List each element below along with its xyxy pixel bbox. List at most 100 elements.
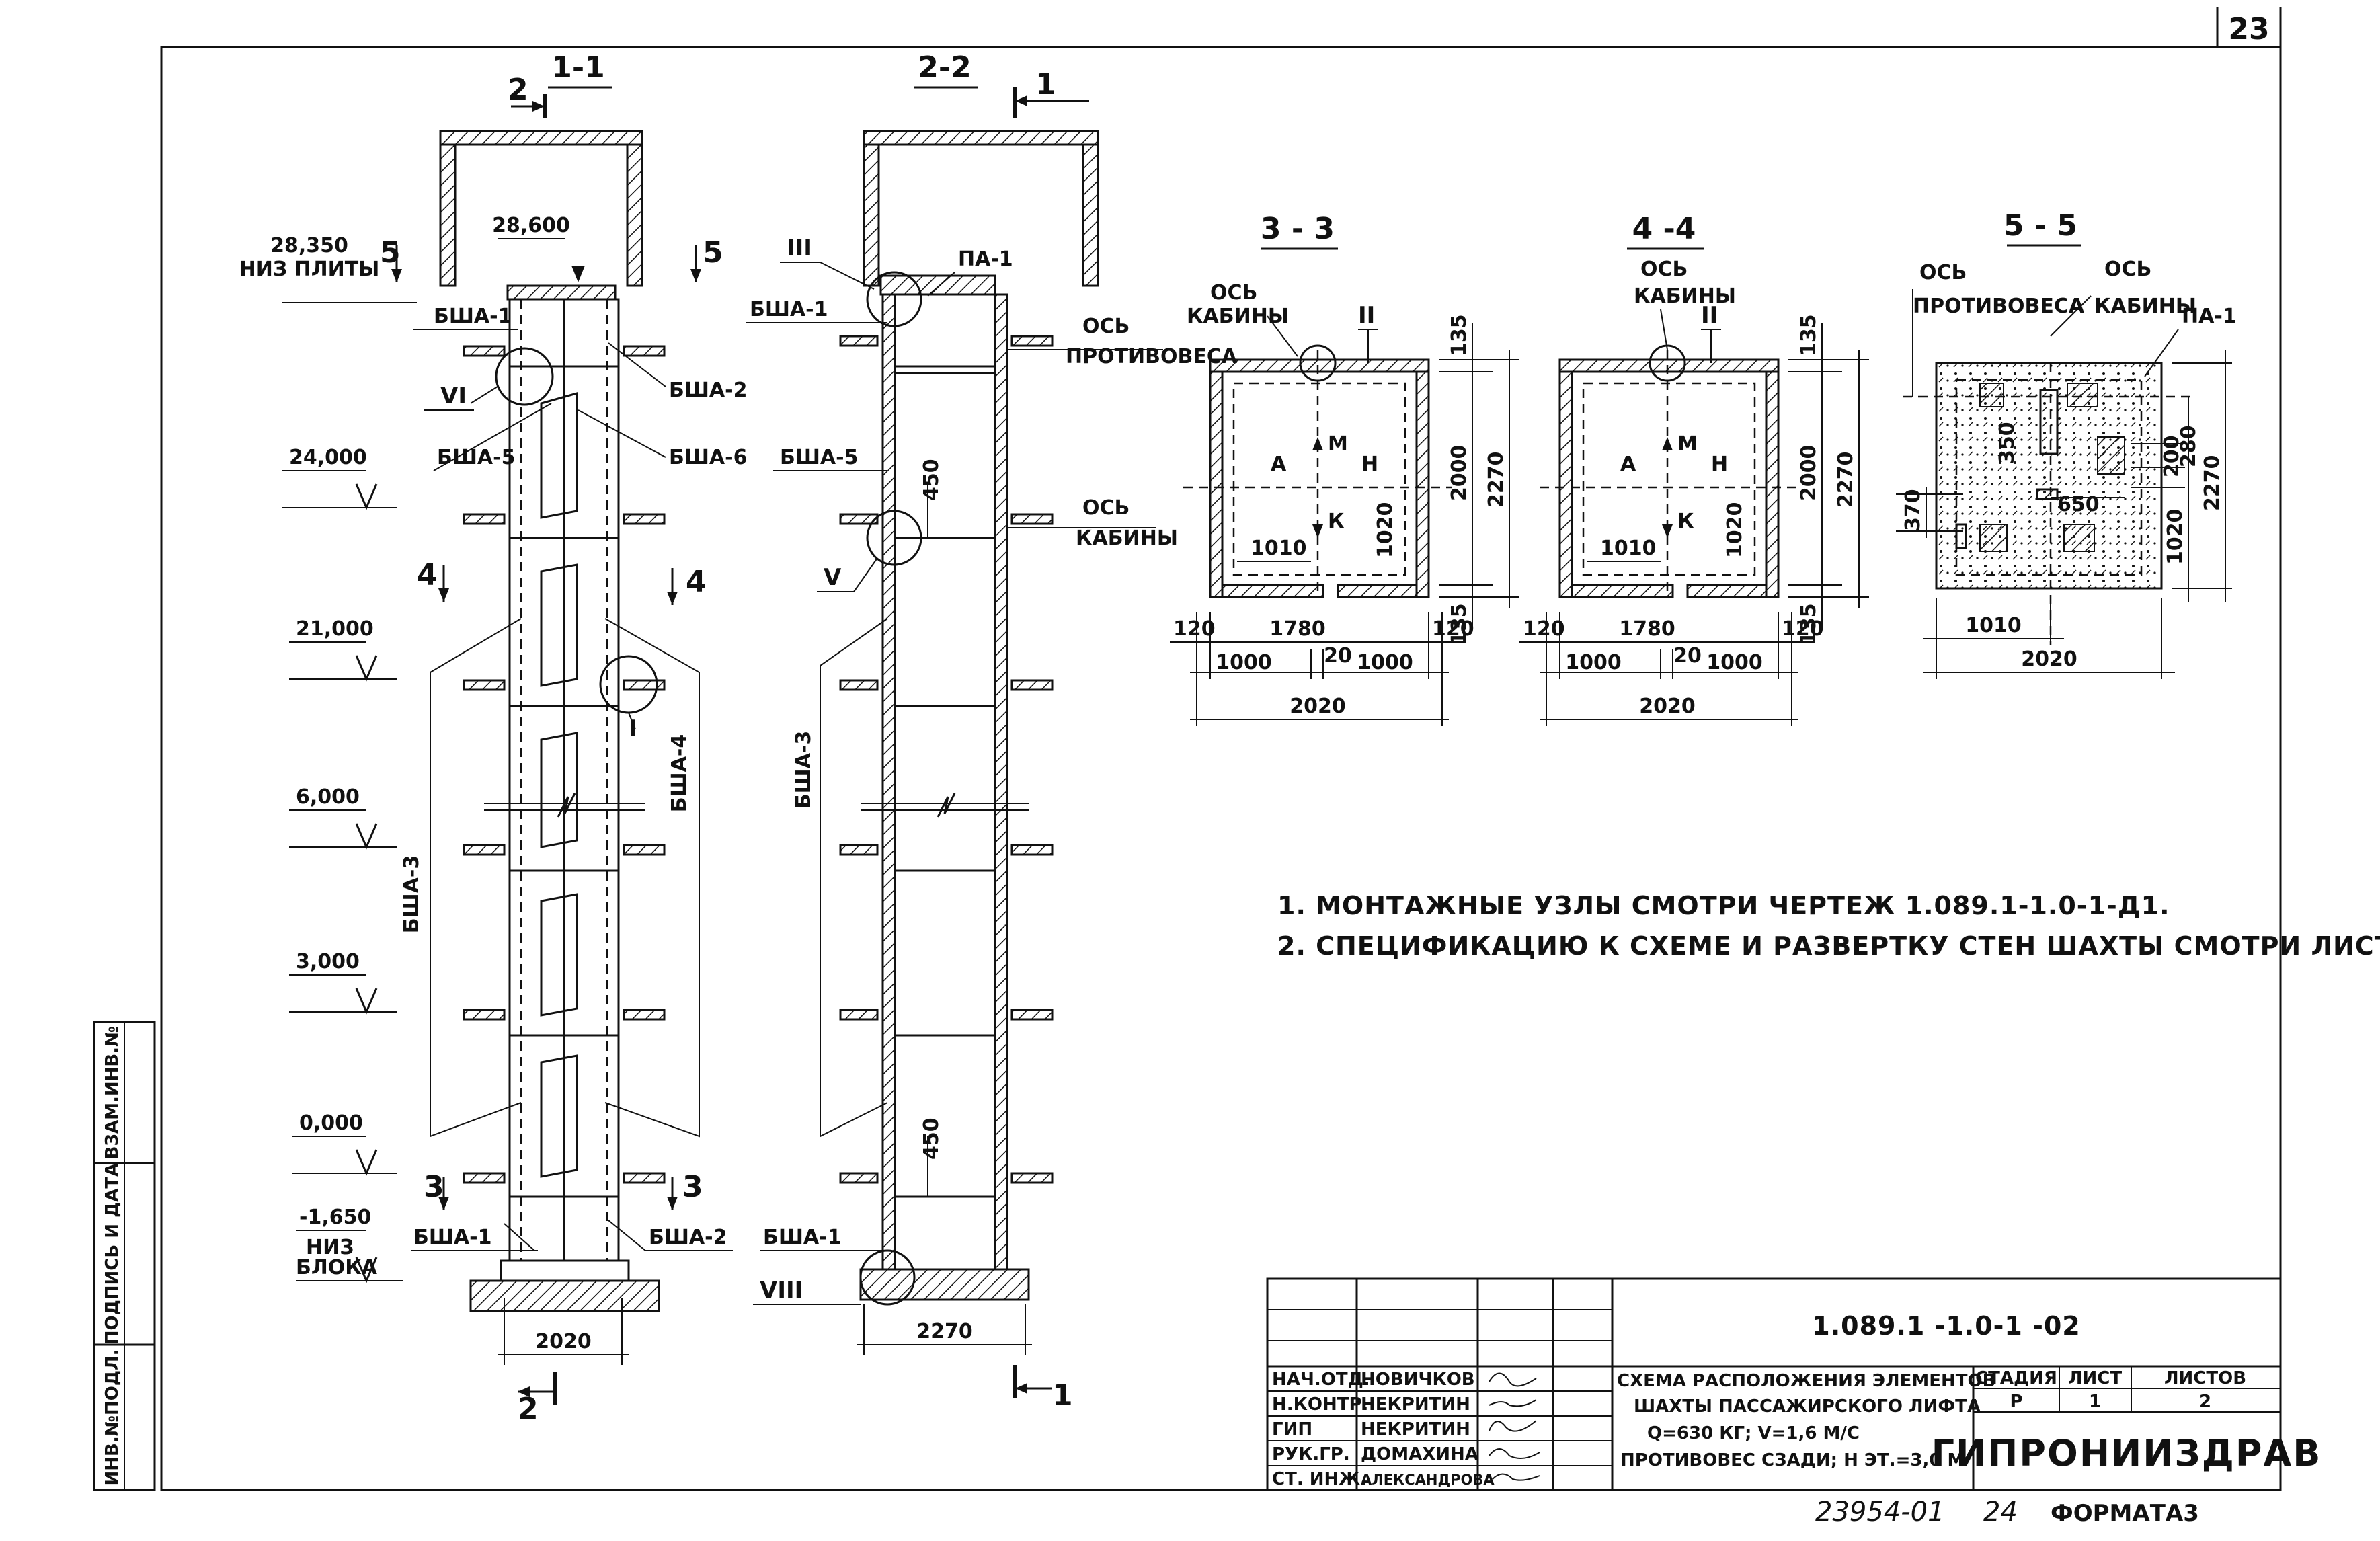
- label-bsha1-bottom: БША-1: [413, 1226, 491, 1249]
- s55-axis-cab-1: ОСЬ: [2104, 258, 2151, 281]
- section-1-1: 1-1 2 28,600 28,350 НИЗ ПЛИТЫ 5 5: [239, 50, 748, 1426]
- s33-1000-right: 1000: [1357, 651, 1413, 674]
- label-bsha3: БША-3: [400, 855, 424, 933]
- section-2-2-title: 2-2: [918, 50, 971, 85]
- role-4: СТ. ИНЖ.: [1272, 1469, 1367, 1489]
- s33-axis-2: КАБИНЫ: [1187, 305, 1289, 328]
- label-bsha5: БША-5: [437, 446, 515, 469]
- desc-line-3: Q=630 КГ; V=1,6 М/С: [1647, 1423, 1860, 1444]
- section-5-5: 5 - 5 ОСЬ ПРОТИВОВЕСА ОСЬ КАБИНЫ ПА-1 35…: [1896, 208, 2237, 679]
- stamp-original-inventory: ИНВ.№ПОДЛ.: [102, 1349, 122, 1486]
- level-minus-1650: -1,650: [299, 1206, 371, 1229]
- s44-letter-k: К: [1677, 510, 1694, 533]
- note-2: 2. СПЕЦИФИКАЦИЮ К СХЕМЕ И РАЗВЕРТКУ СТЕН…: [1277, 931, 2380, 961]
- s55-1020: 1020: [2164, 509, 2187, 565]
- section-mark-3-right: 3: [682, 1170, 703, 1204]
- label-bsha1-2-2-bottom: БША-1: [763, 1226, 841, 1249]
- s44-135-bottom: 135: [1797, 603, 1821, 645]
- s33-1000-left: 1000: [1216, 651, 1272, 674]
- section-3-3-title: 3 - 3: [1261, 212, 1335, 246]
- label-bsha2-bottom: БША-2: [649, 1226, 727, 1249]
- s33-letter-n: Н: [1361, 452, 1378, 476]
- s44-120-left: 120: [1523, 617, 1565, 641]
- s44-2000: 2000: [1797, 445, 1821, 502]
- roman-v: V: [824, 564, 842, 591]
- s33-2020: 2020: [1290, 695, 1346, 718]
- level-6: 6,000: [296, 785, 360, 809]
- s55-650: 650: [2057, 493, 2100, 516]
- s44-letter-a: А: [1620, 452, 1636, 476]
- label-bsha6: БША-6: [669, 446, 747, 469]
- label-bsha2-top: БША-2: [669, 379, 747, 402]
- doc-code: 1.089.1 -1.0-1 -02: [1812, 1311, 2080, 1341]
- s33-letter-k: К: [1328, 510, 1345, 533]
- s55-2020: 2020: [2021, 647, 2077, 671]
- s44-1780: 1780: [1619, 617, 1675, 641]
- plate-note: НИЗ ПЛИТЫ: [239, 258, 380, 281]
- stamp-replacement-inventory: ВЗАМ.ИНВ.№: [102, 1026, 122, 1160]
- s33-120-right: 120: [1432, 617, 1474, 641]
- axis-cab-1: ОСЬ: [1082, 496, 1129, 520]
- label-bsha3-2-2: БША-3: [792, 731, 816, 809]
- cut-mark-2-bottom: 2: [518, 1392, 539, 1426]
- s44-120-right: 120: [1782, 617, 1824, 641]
- section-mark-4-left: 4: [417, 558, 438, 592]
- s44-1020: 1020: [1723, 502, 1747, 559]
- footer-page: 24: [1983, 1497, 2018, 1528]
- note-1: 1. МОНТАЖНЫЕ УЗЛЫ СМОТРИ ЧЕРТЕЖ 1.089.1-…: [1277, 891, 2170, 920]
- label-pa1-2-2: ПА-1: [958, 247, 1013, 271]
- level-top: 28,600: [492, 214, 570, 237]
- s44-1000-left: 1000: [1565, 651, 1622, 674]
- s44-2020: 2020: [1639, 695, 1696, 718]
- cut-mark-2-top: 2: [508, 73, 528, 107]
- name-4: АЛЕКСАНДРОВА: [1361, 1472, 1495, 1488]
- roman-iii: III: [787, 235, 812, 262]
- gap-450-upper: 450: [920, 459, 943, 501]
- s55-axis-cw-1: ОСЬ: [1919, 261, 1967, 284]
- s44-roman: II: [1701, 302, 1718, 329]
- sheet-number: 23: [2228, 12, 2269, 46]
- s33-1780: 1780: [1269, 617, 1326, 641]
- s55-370: 370: [1901, 489, 1925, 531]
- roman-viii: VIII: [760, 1277, 803, 1304]
- s55-pa1: ПА-1: [2182, 305, 2237, 328]
- width-2-2: 2270: [916, 1320, 973, 1343]
- footer-format: ФОРМАТА3: [2051, 1500, 2199, 1527]
- level-plate: 28,350: [270, 234, 348, 258]
- floor-slabs-1-1: [463, 345, 666, 1184]
- s44-letter-n: Н: [1711, 452, 1728, 476]
- s33-letter-m: М: [1328, 432, 1348, 456]
- axis-cw-1: ОСЬ: [1082, 315, 1129, 338]
- name-0: НОВИЧКОВ: [1361, 1370, 1475, 1390]
- s33-20: 20: [1324, 644, 1352, 668]
- s55-2270: 2270: [2200, 455, 2224, 512]
- label-bsha1-2-2-top: БША-1: [750, 298, 828, 321]
- s33-axis-1: ОСЬ: [1210, 281, 1257, 305]
- title-block: 1.089.1 -1.0-1 -02 НАЧ.ОТД. Н.КОНТР. ГИП…: [1266, 1277, 2322, 1491]
- organization: ГИПРОНИИЗДРАВ: [1932, 1432, 2322, 1474]
- s55-axis-cab-2: КАБИНЫ: [2094, 294, 2196, 318]
- element-labels-1-1: БША-1 БША-2 БША-5 БША-6 БША-3 БША-4 БША-…: [400, 305, 747, 1251]
- cut-mark-1-bottom: 1: [1052, 1378, 1073, 1413]
- s44-1010: 1010: [1600, 537, 1657, 560]
- sheet-value: 1: [2089, 1392, 2101, 1412]
- level-21: 21,000: [296, 617, 374, 641]
- name-2: НЕКРИТИН: [1361, 1419, 1470, 1439]
- section-4-4-title: 4 -4: [1632, 212, 1696, 246]
- signatures: [1489, 1372, 1540, 1481]
- s33-2270: 2270: [1484, 452, 1508, 508]
- section-4-4: 4 -4 ОСЬ КАБИНЫ II А М Н К 1010 1020 135…: [1519, 212, 1869, 726]
- notes: 1. МОНТАЖНЫЕ УЗЛЫ СМОТРИ ЧЕРТЕЖ 1.089.1-…: [1277, 891, 2380, 961]
- s44-135-top: 135: [1797, 314, 1821, 356]
- s33-1010: 1010: [1251, 537, 1307, 560]
- levels-1-1: 24,000 21,000 6,000 3,000 0,000 -1,650 Н…: [282, 446, 403, 1283]
- label-bsha5-2-2: БША-5: [780, 446, 858, 469]
- s44-2270: 2270: [1834, 452, 1858, 508]
- level-3: 3,000: [296, 950, 360, 974]
- footer: 23954-01 24 ФОРМАТА3: [1815, 1497, 2199, 1528]
- width-1-1: 2020: [535, 1330, 592, 1353]
- gap-450-lower: 450: [920, 1117, 943, 1160]
- level-24: 24,000: [289, 446, 367, 469]
- s33-roman: II: [1358, 302, 1375, 329]
